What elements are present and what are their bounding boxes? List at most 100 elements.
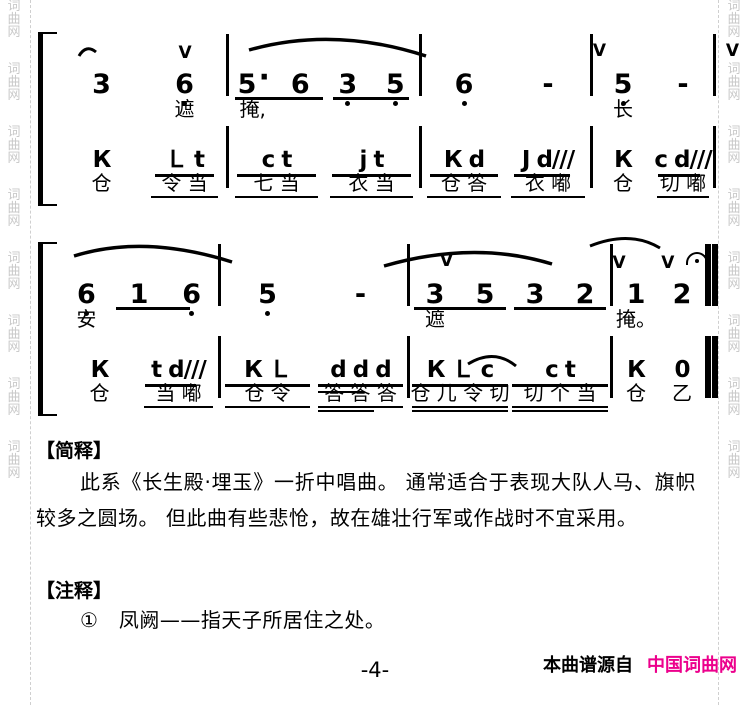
jianpu-number: 3 [525, 279, 545, 310]
note-row: 5 6 3 5 [229, 22, 420, 100]
beam-line [333, 97, 409, 100]
percussion-glyph: К Ｌ [244, 357, 292, 383]
section-zhushi: 【注释】 ① 凤阙——指天子所居住之处。 [36, 578, 696, 636]
note-cell: - V [653, 43, 739, 99]
onomatopoeia-cell: 衣 嘟 [506, 172, 590, 198]
jianpu-number: 5 [613, 69, 633, 100]
breath-mark-icon: V [612, 253, 626, 273]
lyric-row: 掩。 [613, 308, 705, 342]
onomatopoeia-cell: 仓 [60, 172, 143, 195]
lyric-row: 遮 [60, 98, 226, 132]
watermark-char: 网 [7, 340, 21, 355]
percussion-cell: t d/// [139, 359, 218, 387]
watermark-char: 词 [7, 0, 21, 14]
percussion-cell: 0 [659, 359, 705, 382]
music-system-2: 6 1 6 安 К t d/// [34, 232, 716, 432]
onomatopoeia-text: 仓 令 [244, 381, 291, 405]
watermark-char: 词 [727, 125, 741, 140]
jianpu-number: 1 [626, 279, 646, 310]
onomatopoeia-text: 仓 答 [440, 171, 488, 195]
note-row: 3 5 3 2 [410, 232, 610, 310]
watermark-char: 网 [727, 466, 741, 481]
source-brand-link[interactable]: 中国词曲网 [647, 655, 737, 676]
jianpu-number: 5 [238, 69, 268, 100]
percussion-glyph: К Ｌ с [426, 357, 494, 383]
lyric-cell: 掩, [229, 98, 277, 121]
note-row: 5 - V [593, 22, 739, 100]
onomatopoeia-text: 答 答 答 [324, 381, 397, 405]
watermark-char: 词 [7, 440, 21, 455]
onomatopoeia-cell: 仓 [593, 172, 653, 195]
lyric-row [221, 308, 407, 342]
watermark-char: 词 [7, 251, 21, 266]
note-cell: 3 [510, 281, 560, 308]
lyric-cell: 遮 [410, 308, 460, 331]
jianpu-number: 5 [258, 279, 277, 310]
note-row: 5 - V [221, 232, 453, 310]
onomatopoeia-row: 仓 乙 [613, 382, 705, 420]
lyric-row: 遮 [410, 308, 610, 342]
watermark-char: 网 [727, 25, 741, 40]
note-cell: V 2 [659, 252, 708, 308]
barline [407, 232, 410, 432]
watermark-char: 曲 [7, 453, 21, 468]
onomatopoeia-text: 衣 当 [348, 171, 395, 195]
watermark-char: 曲 [727, 201, 741, 216]
note-row: 3 V 6 [60, 22, 226, 100]
percussion-cell: К [613, 359, 659, 382]
percussion-cell: с d/// [653, 149, 713, 177]
breath-mark-icon: V [725, 41, 739, 61]
watermark-char: 词 [727, 188, 741, 203]
jianpu-number: 6 [175, 69, 194, 100]
watermark-char: 词 [727, 314, 741, 329]
percussion-cell: К [60, 149, 143, 172]
watermark-char: 词 [727, 0, 741, 14]
percussion-cell: К Ｌ [221, 357, 314, 387]
lyric-text: 掩, [239, 97, 266, 121]
watermark-char: 词 [727, 62, 741, 77]
beam-line [224, 384, 311, 387]
percussion-row: К d J d/// [422, 132, 590, 177]
watermark-char: 曲 [7, 390, 21, 405]
watermark-char: 词 [727, 251, 741, 266]
percussion-cell: J d/// [506, 149, 590, 177]
note-cell: 5 [229, 71, 277, 98]
onomatopoeia-row: 仓 答 衣 嘟 [422, 172, 590, 210]
measure-m2: 5 6 3 5 掩, [229, 22, 419, 222]
beam-line [329, 196, 414, 198]
beam-line [427, 196, 501, 198]
percussion-glyph: К d [443, 147, 485, 173]
jianpu-number: 1 [129, 279, 149, 310]
onomatopoeia-text: 七 当 [253, 171, 300, 195]
percussion-row: К Ｌ t [60, 132, 226, 177]
watermark-char: 网 [727, 403, 741, 418]
note-cell: 3 [324, 71, 372, 98]
onomatopoeia-row: 仓 当 嘟 [60, 382, 218, 420]
percussion-glyph: К [92, 147, 112, 173]
measure-list-2: 6 1 6 安 К t d/// [60, 232, 716, 432]
percussion-cell: К Ｌ с [410, 357, 510, 387]
lyric-row: 长 [593, 98, 713, 132]
percussion-row: с t j t [229, 132, 419, 177]
beam-line [143, 406, 214, 408]
watermark-char: 网 [7, 466, 21, 481]
note-cell: 5 [372, 71, 420, 98]
jianpu-number: 6 [182, 279, 202, 310]
onomatopoeia-cell: 仓 答 [422, 171, 506, 198]
onomatopoeia-cell: 切 嘟 [653, 172, 713, 198]
jianpu-dash: - [354, 279, 367, 310]
percussion-row: К с d/// [593, 132, 713, 177]
beam-line [657, 174, 700, 177]
note-cell: 5 [460, 281, 510, 308]
jianpu-number: 5 [475, 279, 495, 310]
barline [226, 22, 229, 222]
percussion-cell: d d d [314, 359, 407, 393]
watermark-char: 词 [7, 314, 21, 329]
watermark-char: 曲 [727, 12, 741, 27]
gutter-divider-left [30, 0, 31, 705]
percussion-glyph: с t [545, 357, 576, 383]
note-cell: - V [314, 253, 453, 310]
system-bracket [38, 32, 57, 206]
note-row: 6 - V [422, 22, 606, 99]
note-cell: 6 [165, 281, 218, 308]
